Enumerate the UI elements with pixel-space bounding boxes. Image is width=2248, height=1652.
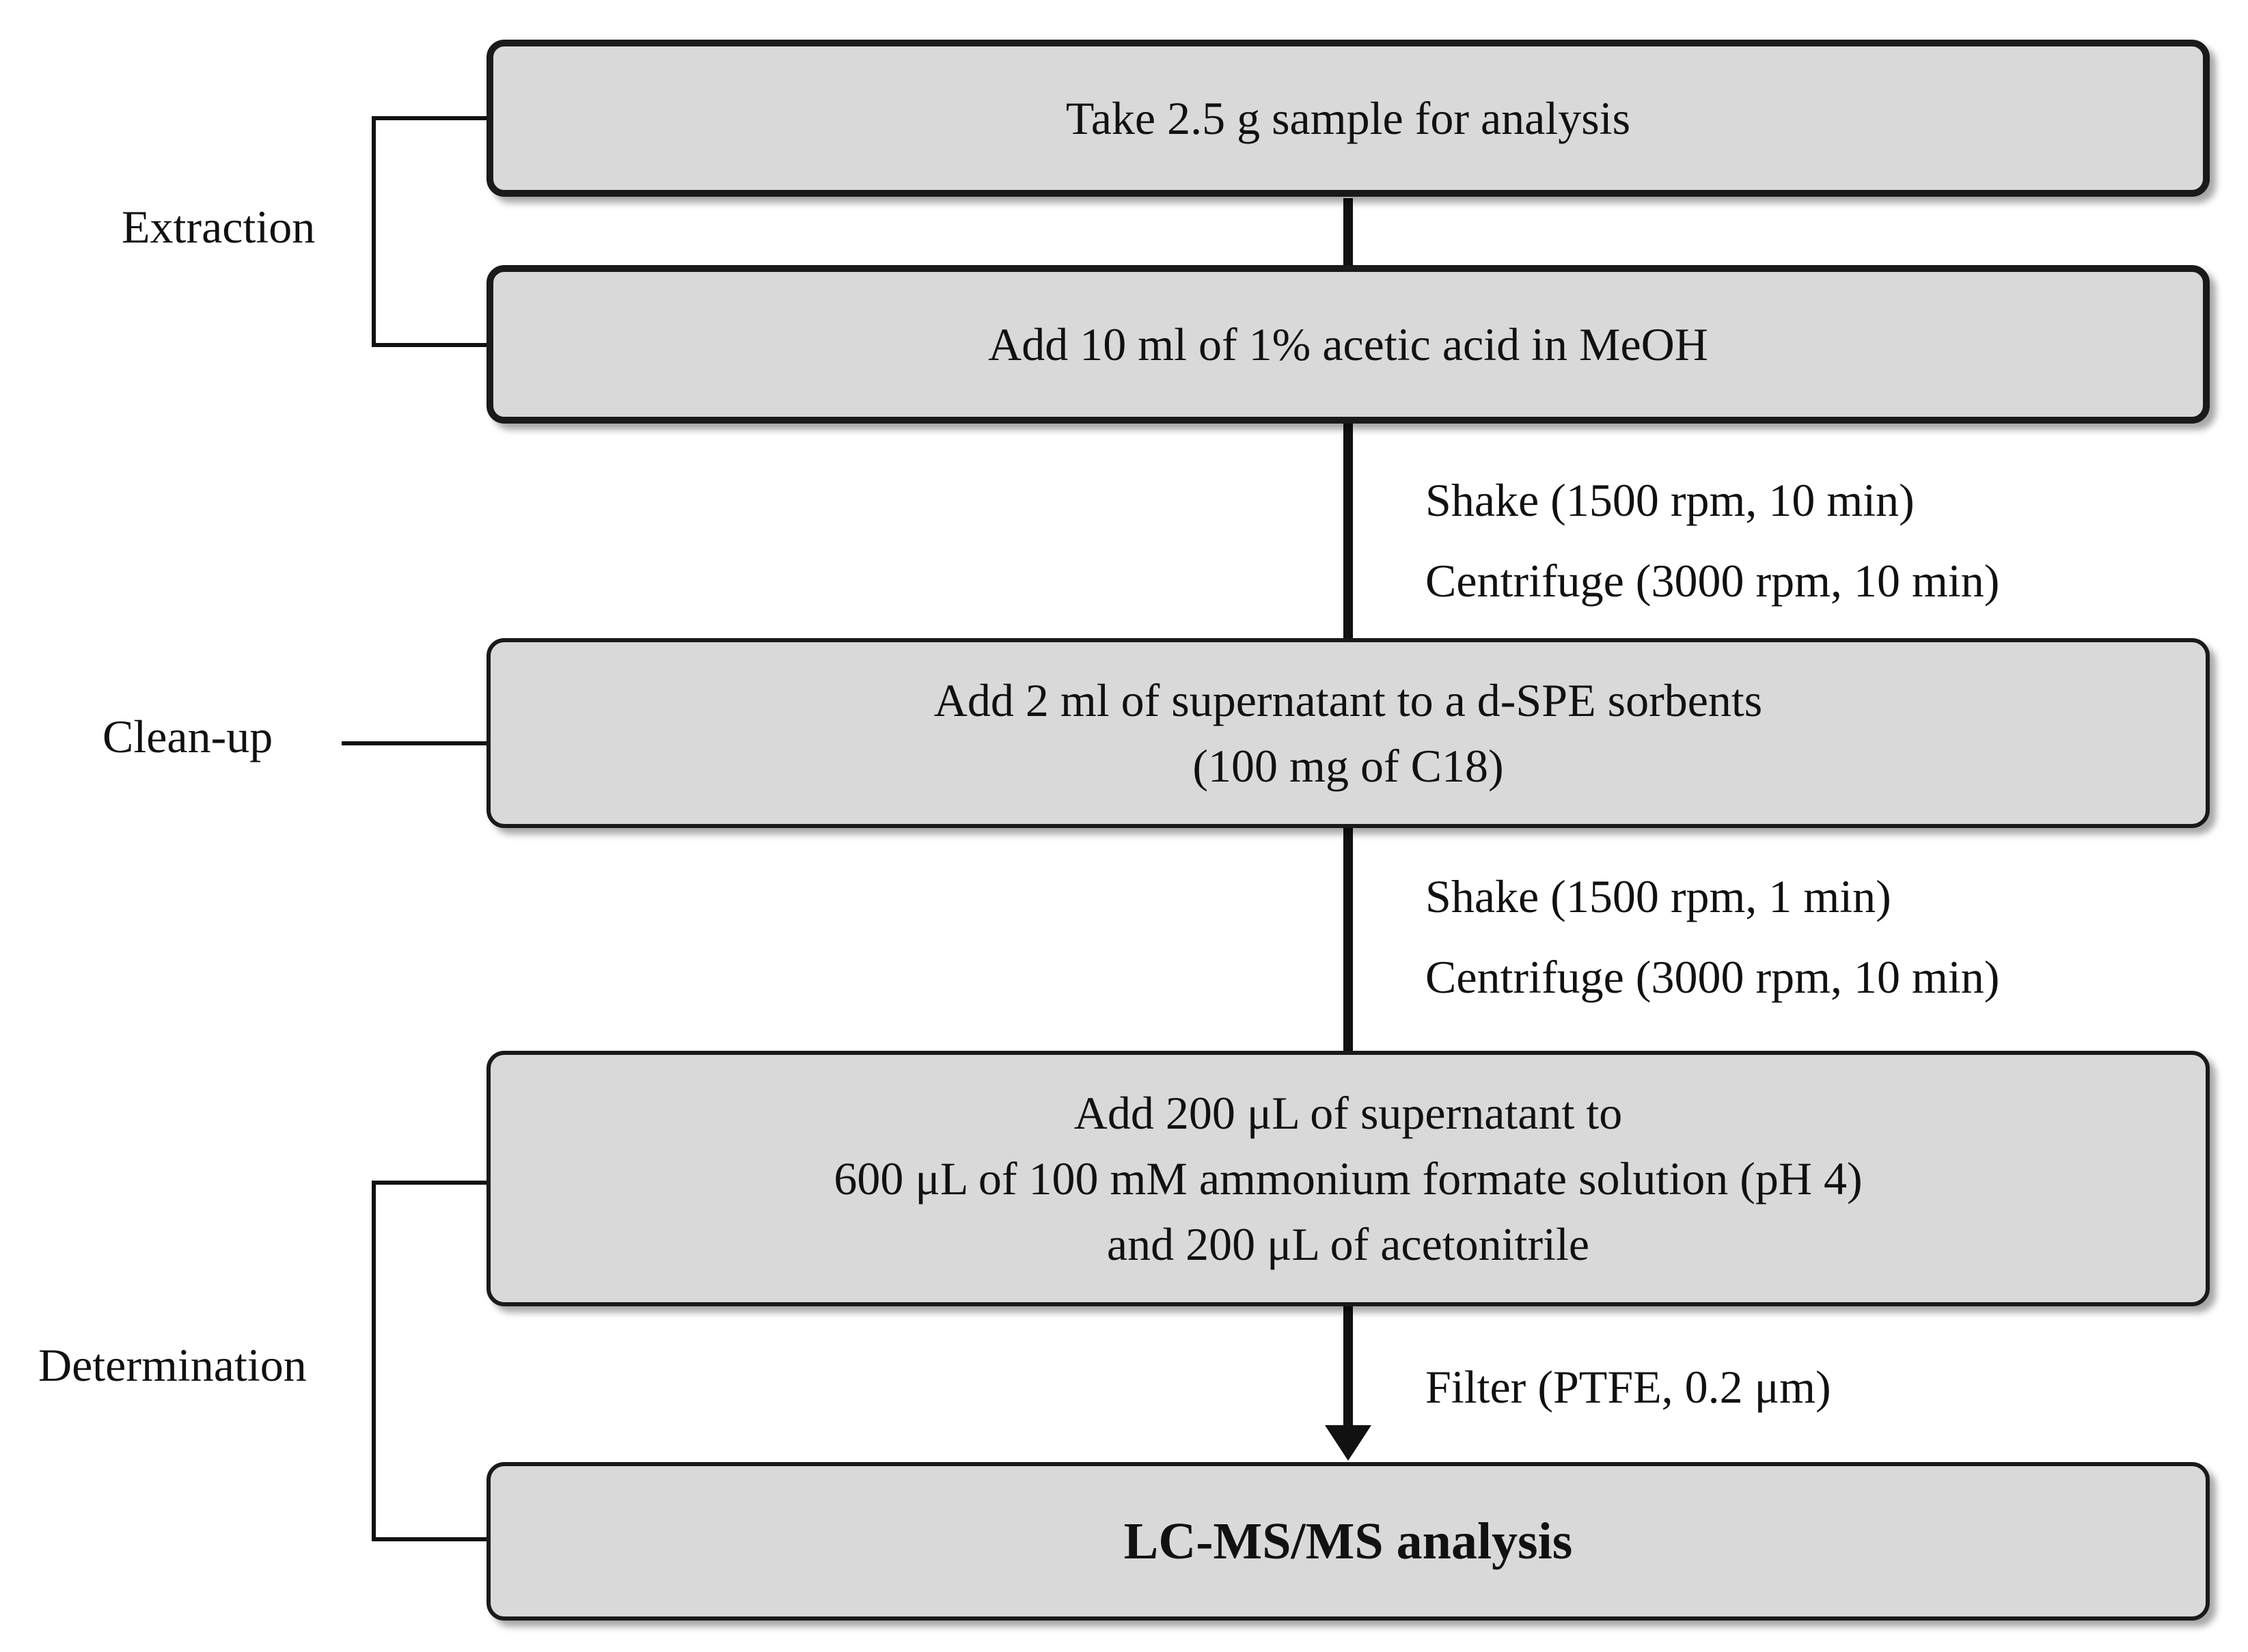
step-add-acetic-acid-text: Add 10 ml of 1% acetic acid in MeOH [988, 318, 1708, 370]
step-dspe-cleanup-line1: Add 2 ml of supernatant to a d-SPE sorbe… [933, 674, 1763, 726]
step-dilution-line2: 600 μL of 100 mM ammonium formate soluti… [834, 1153, 1863, 1204]
flow-connector-1-2 [1343, 198, 1353, 266]
condition-centrifuge-2: Centrifuge (3000 rpm, 10 min) [1425, 951, 2000, 1003]
arrow-down-icon [1325, 1425, 1371, 1461]
step-lcmsms-analysis-text: LC-MS/MS analysis [1123, 1513, 1573, 1570]
step-dspe-cleanup-line2: (100 mg of C18) [1192, 740, 1504, 792]
phase-label-cleanup: Clean-up [102, 711, 273, 762]
extraction-bracket-bottom [372, 343, 488, 347]
flow-connector-4-5 [1343, 1306, 1353, 1429]
step-lcmsms-analysis: LC-MS/MS analysis [486, 1462, 2210, 1621]
condition-shake-1: Shake (1500 rpm, 10 min) [1425, 474, 1915, 526]
determination-bracket-bottom [372, 1537, 488, 1541]
determination-bracket-top [372, 1181, 488, 1185]
step-dilution: Add 200 μL of supernatant to 600 μL of 1… [486, 1051, 2210, 1306]
cleanup-connector [342, 741, 488, 745]
condition-shake-2: Shake (1500 rpm, 1 min) [1425, 870, 1891, 922]
phase-label-extraction: Extraction [122, 201, 316, 253]
step-take-sample: Take 2.5 g sample for analysis [486, 40, 2210, 197]
extraction-bracket-top [372, 116, 488, 120]
step-dspe-cleanup: Add 2 ml of supernatant to a d-SPE sorbe… [486, 638, 2210, 828]
condition-filter: Filter (PTFE, 0.2 μm) [1425, 1361, 1831, 1413]
step-add-acetic-acid: Add 10 ml of 1% acetic acid in MeOH [486, 265, 2210, 424]
step-take-sample-text: Take 2.5 g sample for analysis [1065, 92, 1631, 144]
determination-bracket-vertical [372, 1181, 376, 1541]
step-dilution-line1: Add 200 μL of supernatant to [1073, 1087, 1623, 1139]
condition-centrifuge-1: Centrifuge (3000 rpm, 10 min) [1425, 555, 2000, 607]
flow-connector-2-3 [1343, 424, 1353, 639]
phase-label-determination: Determination [38, 1339, 307, 1391]
step-dilution-line3: and 200 μL of acetonitrile [1106, 1218, 1590, 1270]
extraction-bracket-vertical [372, 116, 376, 347]
flow-connector-3-4 [1343, 828, 1353, 1054]
